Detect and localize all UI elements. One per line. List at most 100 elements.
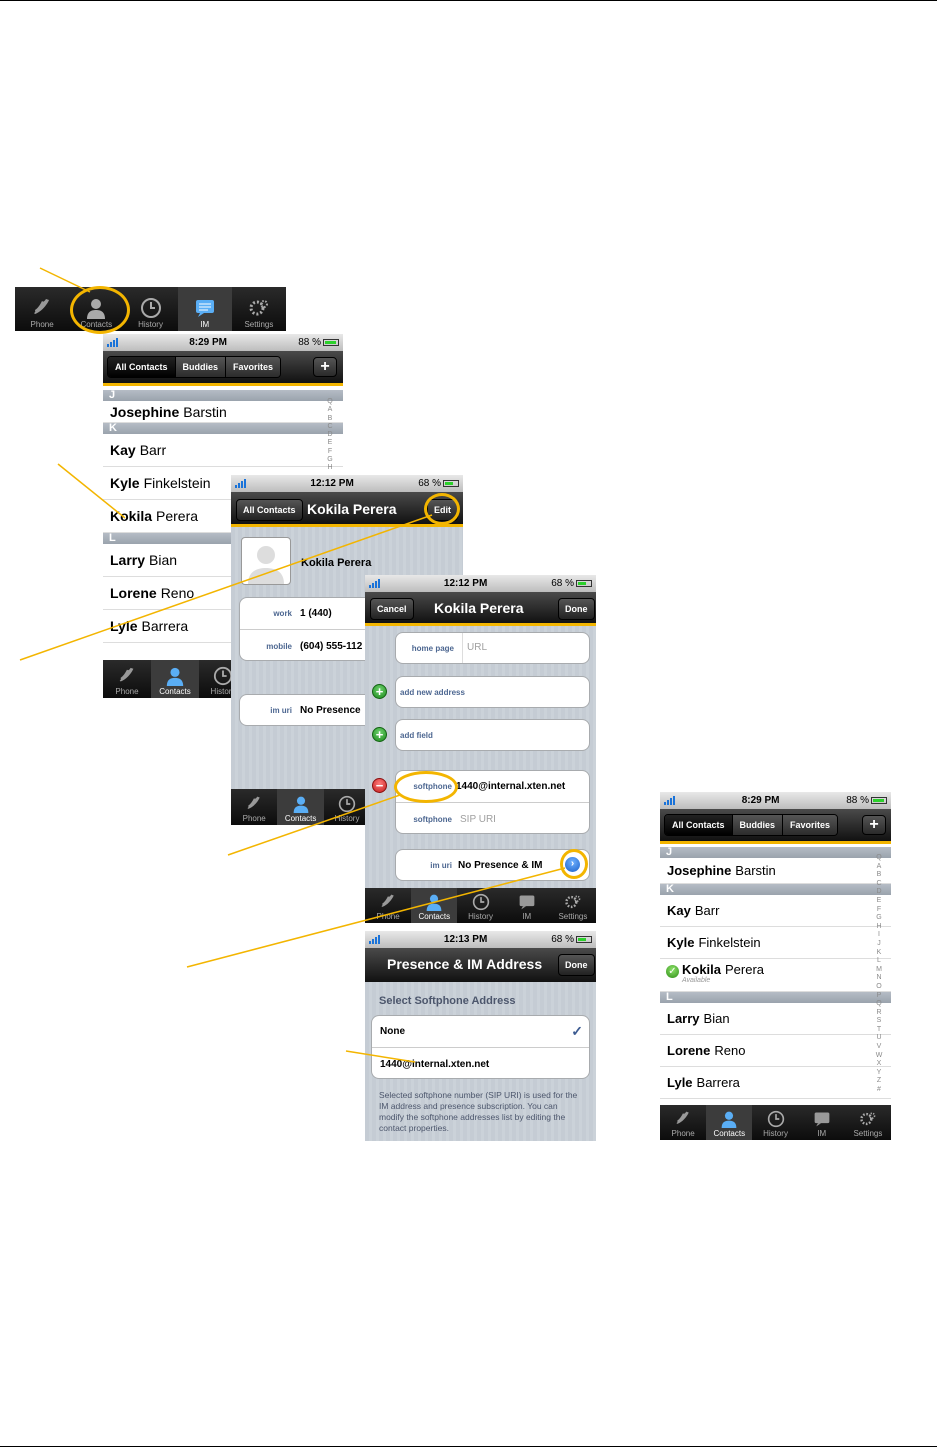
index-letter[interactable]: X [876, 1060, 882, 1068]
index-letter[interactable]: G [327, 456, 333, 464]
index-letter[interactable]: F [327, 447, 333, 455]
option-address[interactable]: 1440@internal.xten.net [380, 1058, 490, 1070]
tab-label: History [138, 320, 163, 329]
tab-settings[interactable]: Settings [232, 287, 286, 331]
segment-favorites[interactable]: Favorites [226, 357, 281, 377]
segment-favorites[interactable]: Favorites [783, 815, 838, 835]
add-address-group[interactable]: add new address [395, 676, 590, 708]
index-letter[interactable]: I [878, 931, 880, 939]
index-letter[interactable]: T [876, 1025, 882, 1033]
add-contact-button[interactable]: + [862, 815, 886, 835]
index-letter[interactable]: K [876, 948, 882, 956]
index-letter[interactable]: H [876, 922, 882, 930]
index-letter[interactable]: Z [876, 1077, 882, 1085]
index-letter[interactable]: C [327, 422, 333, 430]
index-letter[interactable]: W [875, 1051, 883, 1059]
segment-all-contacts[interactable]: All Contacts [665, 815, 733, 835]
index-letter[interactable]: D [327, 431, 333, 439]
index-letter[interactable]: H [327, 464, 333, 472]
index-letter[interactable]: L [877, 957, 881, 965]
index-letter[interactable]: Q [327, 398, 333, 405]
avatar[interactable] [241, 537, 291, 585]
index-letter[interactable]: P [876, 991, 882, 999]
segment-buddies[interactable]: Buddies [732, 815, 784, 835]
mobile-row[interactable]: mobile(604) 555-112 [266, 640, 363, 652]
index-letter[interactable]: J [877, 939, 881, 947]
add-contact-button[interactable]: + [313, 357, 337, 377]
tab-settings[interactable]: Settings [845, 1105, 891, 1140]
index-letter[interactable]: N [876, 974, 882, 982]
index-letter[interactable]: O [876, 982, 882, 990]
tab-im[interactable]: IM [177, 287, 232, 331]
tab-phone[interactable]: Phone [15, 287, 69, 331]
tab-contacts[interactable]: Contacts [151, 660, 199, 698]
index-letter[interactable]: # [877, 1086, 881, 1094]
index-letter[interactable]: M [876, 965, 882, 973]
tab-im[interactable]: IM [799, 1105, 845, 1140]
cancel-button[interactable]: Cancel [370, 598, 414, 620]
index-letter[interactable]: S [876, 1017, 882, 1025]
tab-contacts[interactable]: Contacts [706, 1105, 753, 1140]
segment-all-contacts[interactable]: All Contacts [108, 357, 176, 377]
tab-settings[interactable]: Settings [550, 888, 596, 923]
index-letter[interactable]: C [876, 879, 882, 887]
add-icon[interactable]: + [372, 684, 387, 699]
tab-history[interactable]: History [457, 888, 503, 923]
tab-history[interactable]: History [752, 1105, 798, 1140]
add-icon[interactable]: + [372, 727, 387, 742]
clock-icon [338, 795, 356, 813]
index-letter[interactable]: F [876, 905, 882, 913]
index-letter[interactable]: E [327, 439, 333, 447]
option-none[interactable]: None✓ [372, 1016, 589, 1048]
index-letter[interactable]: B [876, 871, 882, 879]
tab-history[interactable]: History [123, 287, 177, 331]
done-button[interactable]: Done [558, 598, 595, 620]
index-letter[interactable]: Q [876, 1000, 882, 1008]
index-letter[interactable]: A [327, 406, 333, 414]
index-letter[interactable]: Y [876, 1068, 882, 1076]
index-letter[interactable]: G [876, 914, 882, 922]
tab-phone[interactable]: Phone [231, 789, 277, 825]
remove-icon[interactable]: − [372, 778, 387, 793]
index-letter[interactable]: E [876, 896, 882, 904]
index-letter[interactable]: D [876, 888, 882, 896]
tab-phone[interactable]: Phone [660, 1105, 706, 1140]
tab-contacts[interactable]: Contacts [277, 789, 324, 825]
segment-buddies[interactable]: Buddies [175, 357, 227, 377]
index-letter[interactable]: R [876, 1008, 882, 1016]
index-letter[interactable]: Q [876, 854, 882, 861]
index-letter[interactable]: V [876, 1043, 882, 1051]
add-field-group[interactable]: add field [395, 719, 590, 751]
tab-phone[interactable]: Phone [103, 660, 151, 698]
done-button[interactable]: Done [558, 954, 595, 976]
tab-label: Settings [244, 320, 274, 329]
tab-history[interactable]: History [324, 789, 370, 825]
index-letter[interactable]: A [876, 862, 882, 870]
index-letter[interactable]: B [327, 414, 333, 422]
tab-im[interactable]: IM [504, 888, 550, 923]
back-button[interactable]: All Contacts [236, 499, 303, 521]
index-letter[interactable]: U [876, 1034, 882, 1042]
tab-phone[interactable]: Phone [365, 888, 411, 923]
